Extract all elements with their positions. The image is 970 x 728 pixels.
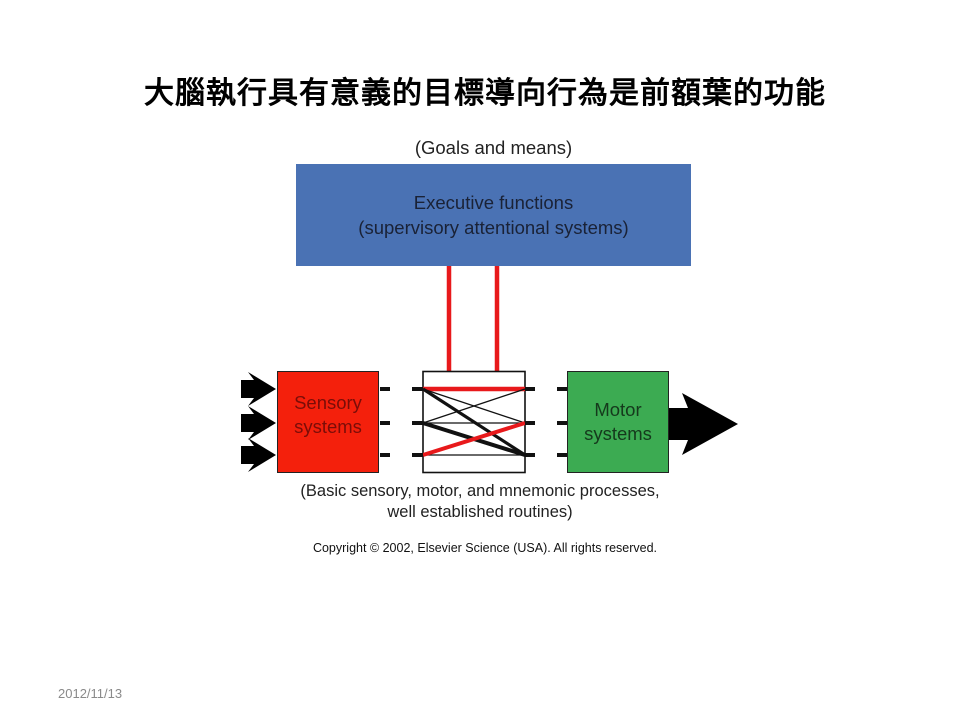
route-middle-to-top xyxy=(422,388,526,424)
executive-box-line2: (supervisory attentional systems) xyxy=(358,217,629,238)
output-arrow-icon xyxy=(669,393,738,455)
route-top-to-bottom xyxy=(422,387,526,457)
sensory-box-line2: systems xyxy=(294,416,362,437)
executive-box-line1: Executive functions xyxy=(413,192,574,213)
slide-title: 大腦執行具有意義的目標導向行為是前額葉的功能 xyxy=(144,76,826,111)
motor-box-line2: systems xyxy=(584,423,652,444)
switch-matrix-box xyxy=(422,370,526,474)
sensory-systems-box: Sensory systems xyxy=(277,371,379,473)
input-arrow-icon-3 xyxy=(241,438,276,472)
route-middle-to-bottom xyxy=(422,421,526,457)
goals-label: (Goals and means) xyxy=(414,137,573,158)
basic-label-line2: well established routines) xyxy=(387,503,573,521)
basic-processes-label: (Basic sensory, motor, and mnemonic proc… xyxy=(280,481,680,523)
input-arrow-icon-1 xyxy=(241,372,276,406)
sensory-box-line1: Sensory xyxy=(294,392,362,413)
slide-date: 2012/11/13 xyxy=(58,686,123,701)
motor-box-line1: Motor xyxy=(594,399,642,420)
route-top-to-middle xyxy=(422,388,526,424)
active-route-bottom-to-middle xyxy=(422,421,526,457)
executive-functions-box: Executive functions (supervisory attenti… xyxy=(296,164,691,266)
copyright-notice: Copyright © 2002, Elsevier Science (USA)… xyxy=(312,541,658,555)
basic-label-line1: (Basic sensory, motor, and mnemonic proc… xyxy=(300,482,660,500)
motor-systems-box: Motor systems xyxy=(567,371,669,473)
input-arrow-icon-2 xyxy=(241,406,276,440)
